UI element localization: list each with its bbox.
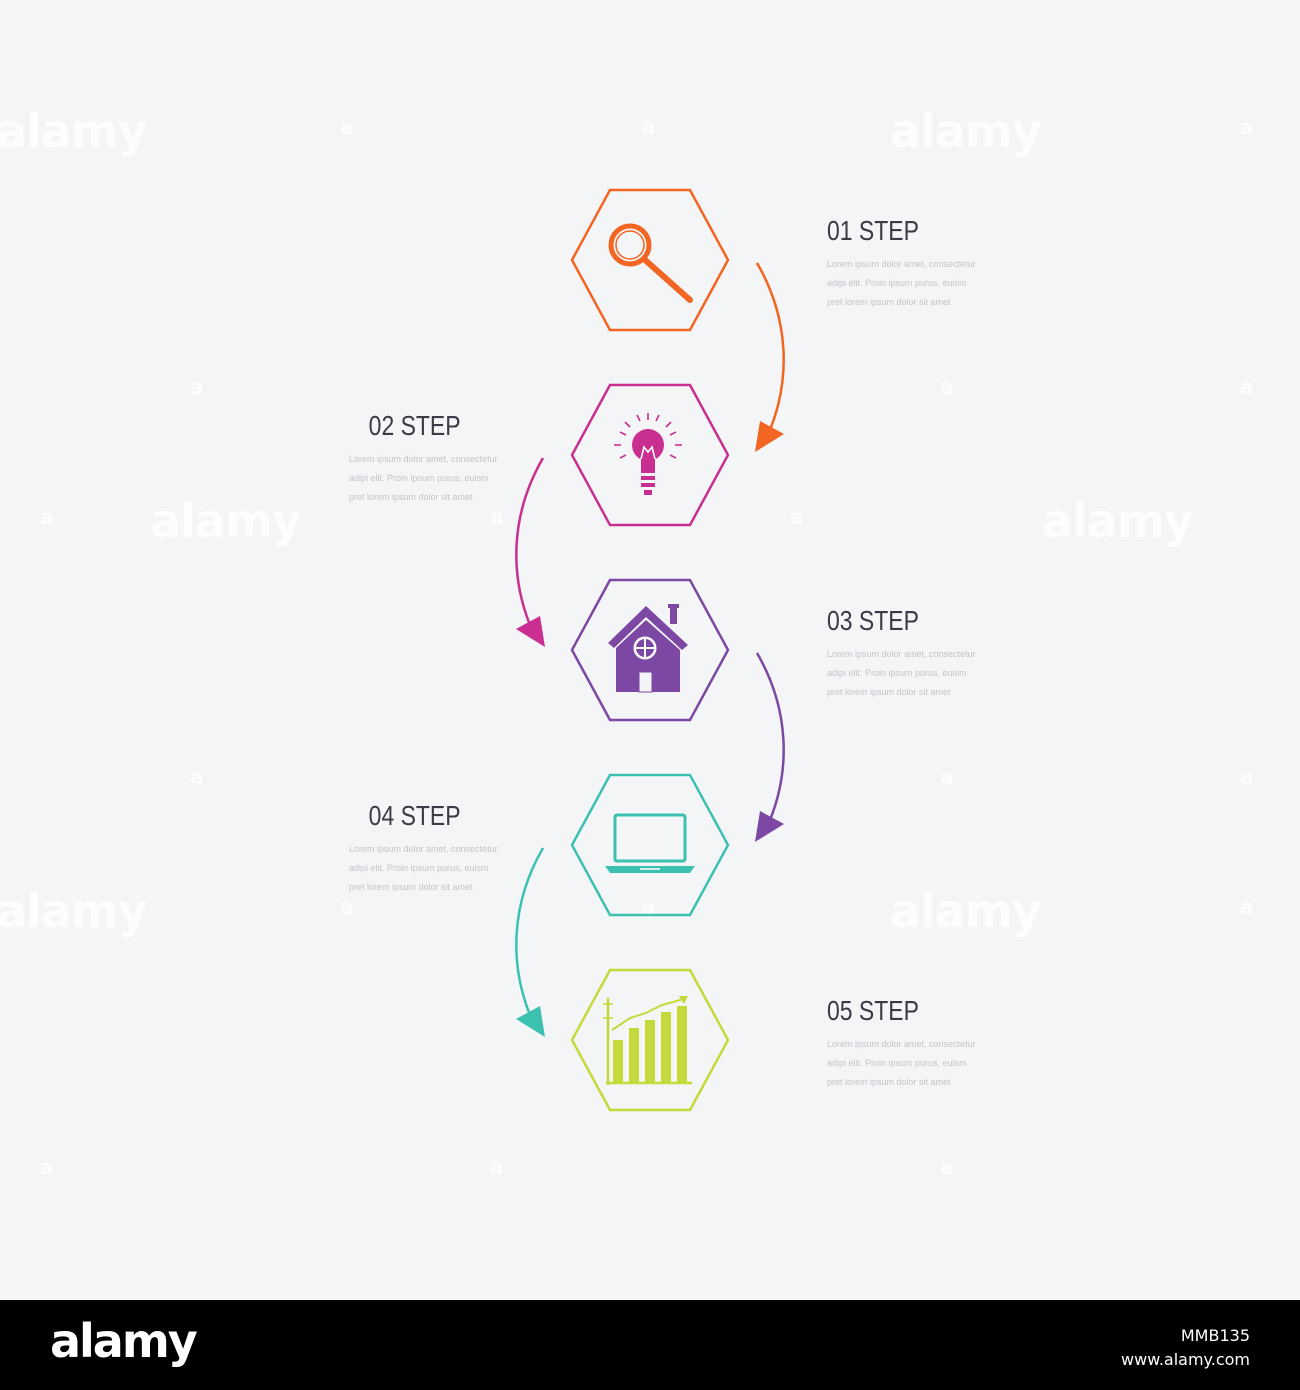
watermark-mark: a bbox=[490, 1155, 504, 1179]
arrow-1-to-2 bbox=[755, 262, 785, 431]
step-5-description: Lorem ipsum dolor amet, consectetur adip… bbox=[827, 1039, 976, 1087]
watermark-mark: a bbox=[642, 115, 656, 139]
watermark-mark: a bbox=[340, 895, 354, 919]
step-5-text: 05 STEP Lorem ipsum dolor amet, consecte… bbox=[827, 995, 977, 1092]
watermark-mark: a bbox=[642, 895, 656, 919]
step-1-description: Lorem ipsum dolor amet, consectetur adip… bbox=[827, 259, 976, 307]
step-4-text: 04 STEP Lorem ipsum dolor amet, consecte… bbox=[349, 800, 499, 897]
image-id: MMB135 bbox=[1180, 1326, 1250, 1345]
arrowhead-1 bbox=[755, 421, 784, 452]
step-3-title: 03 STEP bbox=[827, 605, 919, 636]
arrow-4-to-5 bbox=[515, 847, 545, 1016]
step-3-text: 03 STEP Lorem ipsum dolor amet, consecte… bbox=[827, 605, 977, 702]
watermark-mark: a bbox=[190, 765, 204, 789]
watermark-mark: a bbox=[1240, 375, 1254, 399]
step-4-title: 04 STEP bbox=[368, 800, 461, 831]
watermark-mark: a bbox=[40, 1155, 54, 1179]
arrowhead-3 bbox=[755, 811, 784, 842]
arrow-3-to-4 bbox=[755, 652, 785, 821]
watermark: alamy bbox=[0, 104, 148, 158]
watermark: alamy bbox=[890, 104, 1042, 158]
step-3-hexagon bbox=[570, 578, 730, 722]
step-2-hexagon bbox=[570, 383, 730, 527]
watermark-mark: a bbox=[790, 505, 804, 529]
watermark: alamy bbox=[1042, 494, 1194, 548]
watermark-mark: a bbox=[340, 115, 354, 139]
watermark-mark: a bbox=[190, 375, 204, 399]
lightbulb-icon bbox=[614, 413, 682, 495]
site-url: www.alamy.com bbox=[1121, 1350, 1250, 1369]
watermark-mark: a bbox=[40, 505, 54, 529]
step-3-description: Lorem ipsum dolor amet, consectetur adip… bbox=[827, 649, 976, 697]
watermark-mark: a bbox=[1240, 765, 1254, 789]
stock-footer-bar: alamy MMB135 www.alamy.com bbox=[0, 1300, 1300, 1390]
arrowhead-2 bbox=[516, 616, 545, 647]
step-1-text: 01 STEP Lorem ipsum dolor amet, consecte… bbox=[827, 215, 977, 312]
arrow-2-to-3 bbox=[515, 457, 545, 626]
step-2-text: 02 STEP Lorem ipsum dolor amet, consecte… bbox=[349, 410, 499, 507]
watermark: alamy bbox=[0, 884, 148, 938]
watermark-mark: a bbox=[1240, 895, 1254, 919]
watermark-mark: a bbox=[940, 765, 954, 789]
house-icon bbox=[608, 604, 688, 693]
step-2-description: Lorem ipsum dolor amet, consectetur adip… bbox=[349, 454, 498, 502]
watermark-mark: a bbox=[490, 505, 504, 529]
infographic-stage: alamy alamy alamy alamy alamy alamy a a … bbox=[0, 104, 1254, 1179]
step-1-hexagon bbox=[570, 188, 730, 332]
watermark-mark: a bbox=[1240, 115, 1254, 139]
magnifier-icon bbox=[608, 223, 693, 303]
step-5-hexagon bbox=[570, 968, 730, 1112]
watermark: alamy bbox=[890, 884, 1042, 938]
image-credit: MMB135 www.alamy.com bbox=[1121, 1324, 1250, 1372]
watermark-mark: a bbox=[940, 1155, 954, 1179]
step-5-title: 05 STEP bbox=[827, 995, 919, 1026]
process-diagram bbox=[515, 188, 785, 1112]
step-4-description: Lorem ipsum dolor amet, consectetur adip… bbox=[349, 844, 498, 892]
alamy-logo: alamy bbox=[50, 1314, 198, 1368]
watermark: alamy bbox=[150, 494, 302, 548]
growth-chart-icon bbox=[603, 996, 692, 1085]
watermark-mark: a bbox=[940, 375, 954, 399]
step-2-title: 02 STEP bbox=[368, 410, 461, 441]
arrowhead-4 bbox=[516, 1006, 545, 1037]
step-1-title: 01 STEP bbox=[827, 215, 919, 246]
step-4-hexagon bbox=[570, 773, 730, 917]
laptop-icon bbox=[605, 813, 695, 873]
